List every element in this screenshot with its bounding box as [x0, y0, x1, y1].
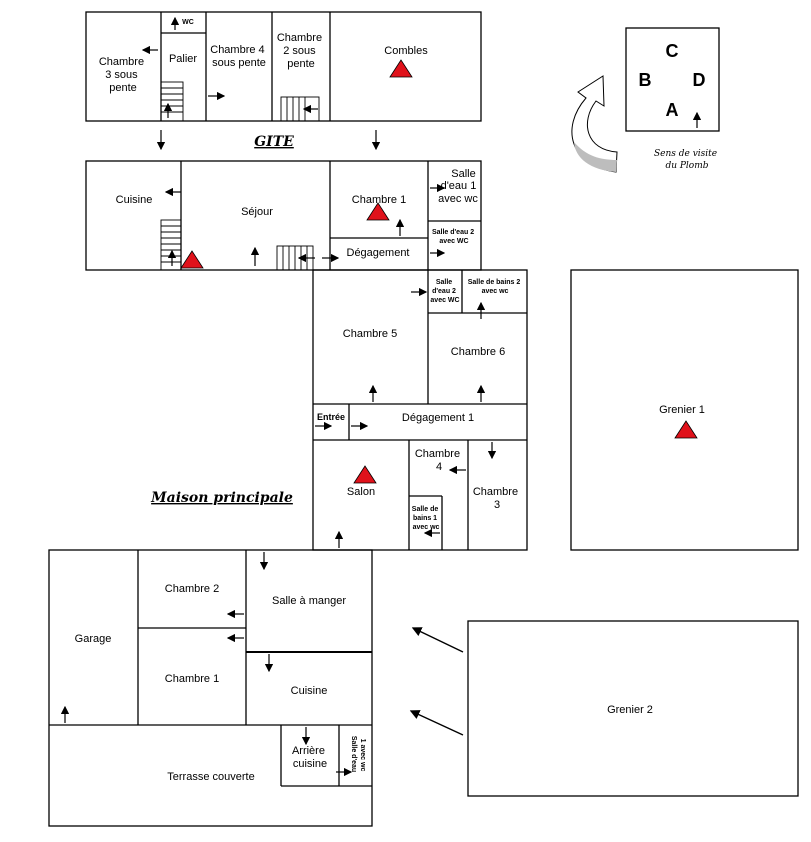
label-chambre-1-gite: Chambre 1	[352, 194, 406, 206]
arrow-shadow	[574, 142, 617, 172]
label-chambre-2-sous-pente: Chambre 2 sous pente	[277, 32, 325, 70]
legend-letter-b: B	[639, 70, 652, 90]
label-salon: Salon	[347, 486, 375, 498]
visit-arrows-main	[315, 287, 497, 548]
label-terrasse-couverte: Terrasse couverte	[167, 771, 254, 783]
label-salle-eau-1-gite: Salle d'eau 1 avec wc	[438, 168, 479, 205]
label-palier: Palier	[169, 53, 197, 65]
gite-ground-floor: Cuisine Séjour Chambre 1 Dégagement Sall…	[85, 160, 482, 271]
label-salle-bains-2: Salle de bains 2 avec wc	[468, 279, 522, 295]
label-entree: Entrée	[317, 412, 345, 422]
label-wc-top: WC	[182, 19, 194, 26]
label-chambre-5: Chambre 5	[343, 328, 397, 340]
legend-letter-d: D	[693, 70, 706, 90]
sample-marker-grenier-1	[674, 420, 698, 439]
label-degagement-gite: Dégagement	[347, 247, 410, 259]
label-combles: Combles	[384, 45, 428, 57]
label-cuisine: Cuisine	[291, 685, 328, 697]
grenier-2: Grenier 2	[409, 620, 799, 797]
label-sejour: Séjour	[241, 206, 273, 218]
sample-marker-chambre-1-gite	[366, 202, 390, 221]
sample-marker-combles	[389, 59, 413, 78]
legend-caption: Sens de visite du Plomb	[654, 149, 720, 171]
label-degagement-1: Dégagement 1	[402, 412, 474, 424]
label-salle-a-manger: Salle à manger	[272, 595, 346, 607]
visit-arrows-upper	[141, 16, 381, 151]
label-chambre-6: Chambre 6	[451, 346, 505, 358]
lower-floor: Garage Chambre 2 Salle à manger Chambre …	[48, 549, 373, 827]
label-chambre-3: Chambre 3	[473, 486, 521, 511]
label-chambre-2: Chambre 2	[165, 583, 219, 595]
stairs-sejour	[160, 219, 182, 271]
legend-letter-a: A	[666, 100, 679, 120]
label-salle-bains-1: Salle de bains 1 avec wc	[412, 506, 440, 531]
sample-marker-sejour	[180, 250, 204, 269]
grenier-1: Grenier 1	[570, 269, 799, 551]
label-grenier-1: Grenier 1	[659, 404, 705, 416]
label-chambre-3-sous-pente: Chambre 3 sous pente	[99, 56, 147, 94]
label-arriere-cuisine: Arrière cuisine	[292, 745, 328, 770]
label-chambre-4-sous-pente: Chambre 4 sous pente	[210, 44, 267, 69]
label-salle-eau-2-gite: Salle d'eau 2 avec WC	[432, 229, 476, 245]
label-garage: Garage	[75, 633, 112, 645]
label-grenier-2: Grenier 2	[607, 704, 653, 716]
visit-arrows-gite	[164, 183, 446, 266]
stairs-palier	[160, 81, 184, 122]
label-salle-eau-2-main: Salle d'eau 2 avec WC	[430, 279, 459, 304]
section-title-gite: GITE	[254, 134, 294, 150]
legend-letter-c: C	[666, 41, 679, 61]
gite-upper-floor: Chambre 3 sous pente WC Palier Chambre 4…	[85, 11, 482, 151]
label-chambre-1: Chambre 1	[165, 673, 219, 685]
visit-arrows-lower	[60, 552, 353, 777]
label-salle-eau-1-bas: Salle d'eau 1 avec wc	[350, 736, 366, 774]
label-cuisine-gite: Cuisine	[116, 194, 153, 206]
label-chambre-4: Chambre 4	[415, 448, 463, 473]
sample-marker-salon	[353, 465, 377, 484]
section-title-main-house: Maison principale	[150, 490, 293, 506]
visit-direction-legend: C B D A Sens de visite du Plomb	[571, 27, 720, 173]
grenier-2-arrows	[409, 627, 464, 736]
main-house-rooms: Salle d'eau 2 avec WC Salle de bains 2 a…	[312, 269, 528, 551]
